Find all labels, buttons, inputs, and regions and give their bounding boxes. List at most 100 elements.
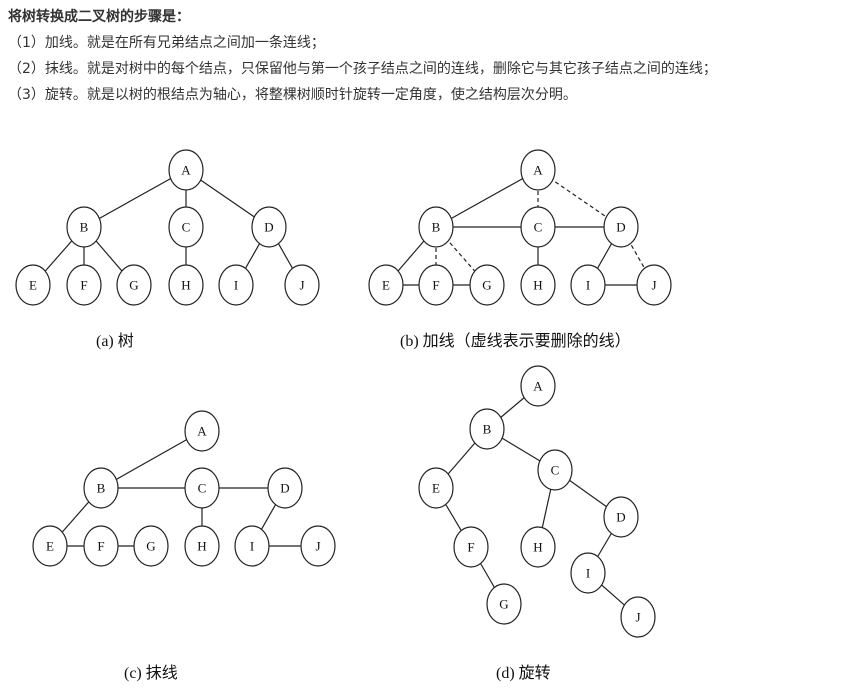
node-label: C — [534, 220, 543, 235]
node-circle — [620, 596, 656, 638]
node-label: H — [197, 539, 206, 554]
node-label: H — [181, 278, 190, 293]
node-circle — [603, 496, 639, 538]
node-circle — [168, 264, 204, 306]
node-circle — [168, 149, 204, 191]
tree-node: H — [520, 264, 556, 306]
diagram-caption: (b) 加线（虚线表示要删除的线） — [400, 332, 631, 350]
edge-A-B — [100, 430, 203, 489]
node-label: A — [181, 163, 191, 178]
node-label: A — [197, 424, 207, 439]
node-circle — [184, 410, 220, 452]
node-circle — [66, 206, 102, 248]
node-circle — [418, 467, 454, 509]
node-label: F — [432, 278, 439, 293]
tree-node: G — [133, 525, 169, 567]
node-circle — [234, 525, 270, 567]
tree-node: C — [537, 449, 573, 491]
tree-node: E — [368, 264, 404, 306]
tree-node: I — [218, 264, 254, 306]
node-circle — [636, 264, 672, 306]
tree-node: D — [603, 206, 639, 248]
tree-node: G — [469, 264, 505, 306]
node-circle — [66, 264, 102, 306]
node-circle — [184, 467, 220, 509]
node-label: D — [264, 220, 273, 235]
node-circle — [418, 264, 454, 306]
node-circle — [520, 264, 556, 306]
tree-node: C — [520, 206, 556, 248]
node-circle — [520, 365, 556, 407]
node-circle — [453, 526, 489, 568]
node-circle — [603, 206, 639, 248]
node-label: B — [80, 220, 89, 235]
tree-node: D — [603, 496, 639, 538]
node-circle — [218, 264, 254, 306]
node-label: I — [250, 539, 254, 554]
node-circle — [570, 264, 606, 306]
step-2: （2）抹线。就是对树中的每个结点，只保留他与第一个孩子结点之间的连线，删除它与其… — [8, 61, 717, 77]
node-label: B — [432, 220, 441, 235]
node-circle — [537, 449, 573, 491]
tree-node: A — [520, 149, 556, 191]
node-label: H — [533, 278, 542, 293]
tree-node: C — [184, 467, 220, 509]
tree-node: A — [520, 365, 556, 407]
node-label: A — [533, 163, 543, 178]
node-circle — [469, 264, 505, 306]
intro-title: 将树转换成二叉树的步骤是： — [8, 9, 190, 25]
diagram-caption: (c) 抹线 — [124, 664, 178, 682]
node-label: J — [635, 610, 640, 625]
node-circle — [486, 583, 522, 625]
tree-node: E — [32, 525, 68, 567]
step-3: （3）旋转。就是以树的根结点为轴心，将整棵树顺时针旋转一定角度，使之结构层次分明… — [8, 87, 577, 103]
node-label: F — [97, 539, 104, 554]
node-label: F — [80, 278, 87, 293]
node-circle — [83, 525, 119, 567]
diagram-caption: (d) 旋转 — [496, 664, 551, 682]
node-circle — [83, 467, 119, 509]
node-circle — [418, 206, 454, 248]
node-circle — [520, 206, 556, 248]
tree-node: F — [83, 525, 119, 567]
node-label: G — [129, 278, 138, 293]
node-label: B — [97, 481, 106, 496]
tree-node: B — [83, 467, 119, 509]
node-label: E — [382, 278, 390, 293]
tree-node: F — [453, 526, 489, 568]
tree-diagram-b: A B C D E F G H I J (b) 加线（虚线表示要删除的线） — [368, 149, 672, 350]
node-label: I — [586, 278, 590, 293]
step-1: （1）加线。就是在所有兄弟结点之间加一条连线； — [8, 35, 325, 51]
tree-node: H — [168, 264, 204, 306]
node-label: I — [234, 278, 238, 293]
node-label: D — [616, 510, 625, 525]
tree-node: I — [570, 552, 606, 594]
node-circle — [520, 149, 556, 191]
node-label: G — [146, 539, 155, 554]
node-label: G — [499, 597, 508, 612]
tree-node: F — [66, 264, 102, 306]
tree-node: I — [570, 264, 606, 306]
tree-node: A — [168, 149, 204, 191]
node-label: C — [551, 463, 560, 478]
tree-node: G — [486, 583, 522, 625]
node-label: D — [616, 220, 625, 235]
tree-node: B — [469, 408, 505, 450]
node-label: C — [198, 481, 207, 496]
intro-text: 将树转换成二叉树的步骤是： （1）加线。就是在所有兄弟结点之间加一条连线； （2… — [8, 4, 838, 108]
edge-A-B — [435, 169, 539, 228]
tree-node: J — [284, 264, 320, 306]
tree-node: J — [300, 525, 336, 567]
tree-node: F — [418, 264, 454, 306]
node-label: J — [299, 278, 304, 293]
tree-node: D — [251, 206, 287, 248]
node-label: J — [651, 278, 656, 293]
node-circle — [251, 206, 287, 248]
tree-node: B — [66, 206, 102, 248]
node-circle — [520, 526, 556, 568]
node-circle — [133, 525, 169, 567]
node-label: E — [29, 278, 37, 293]
tree-node: J — [636, 264, 672, 306]
